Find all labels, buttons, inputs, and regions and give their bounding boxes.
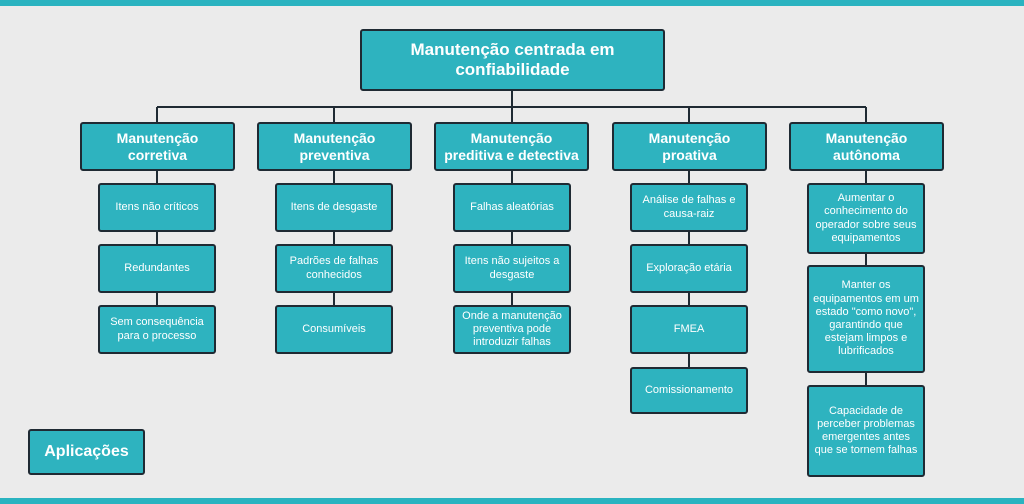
bottom-accent-bar	[0, 498, 1024, 504]
item-node: Comissionamento	[630, 367, 748, 414]
item-label: Redundantes	[124, 261, 190, 274]
item-label: Consumíveis	[302, 322, 366, 335]
category-title: Manutenção preventiva	[293, 129, 376, 163]
item-node: Análise de falhas e causa-raiz	[630, 183, 748, 232]
item-node: Padrões de falhas conhecidos	[275, 244, 393, 293]
category-preditiva-detectiva: Manutenção preditiva e detectiva	[434, 122, 589, 171]
category-title: Manutenção autônoma	[825, 129, 908, 163]
root-node: Manutenção centrada em confiabilidade	[360, 29, 665, 91]
item-node: Aumentar o conhecimento do operador sobr…	[807, 183, 925, 254]
item-label: Itens de desgaste	[290, 200, 378, 213]
item-node: Exploração etária	[630, 244, 748, 293]
item-node: Consumíveis	[275, 305, 393, 354]
category-corretiva: Manutenção corretiva	[80, 122, 235, 171]
category-title: Manutenção corretiva	[116, 129, 199, 163]
legend-label: Aplicações	[44, 443, 129, 461]
item-label: Manter os equipamentos em um estado "com…	[813, 279, 919, 358]
item-label: Onde a manutenção preventiva pode introd…	[462, 309, 562, 349]
category-title: Manutenção preditiva e detectiva	[444, 129, 579, 163]
category-preventiva: Manutenção preventiva	[257, 122, 412, 171]
item-label: Falhas aleatórias	[470, 200, 554, 213]
item-node: Sem consequência para o processo	[98, 305, 216, 354]
item-label: Capacidade de perceber problemas emergen…	[814, 404, 918, 457]
item-label: Aumentar o conhecimento do operador sobr…	[815, 192, 917, 244]
item-label: Comissionamento	[644, 383, 734, 396]
item-label: Itens não sujeitos a desgaste	[464, 255, 560, 281]
item-node: Itens não críticos	[98, 183, 216, 232]
category-title: Manutenção proativa	[648, 129, 731, 163]
root-title: Manutenção centrada em confiabilidade	[410, 39, 615, 79]
item-node: Itens não sujeitos a desgaste	[453, 244, 571, 293]
item-node: Redundantes	[98, 244, 216, 293]
top-accent-bar	[0, 0, 1024, 6]
category-autonoma: Manutenção autônoma	[789, 122, 944, 171]
item-label: FMEA	[673, 322, 705, 335]
item-label: Exploração etária	[646, 261, 732, 274]
item-label: Sem consequência para o processo	[110, 316, 204, 342]
item-label: Padrões de falhas conhecidos	[289, 255, 379, 281]
item-node: Itens de desgaste	[275, 183, 393, 232]
item-label: Análise de falhas e causa-raiz	[642, 194, 736, 220]
item-node: Falhas aleatórias	[453, 183, 571, 232]
category-proativa: Manutenção proativa	[612, 122, 767, 171]
item-label: Itens não críticos	[115, 200, 199, 213]
item-node: Manter os equipamentos em um estado "com…	[807, 265, 925, 373]
item-node: Capacidade de perceber problemas emergen…	[807, 385, 925, 477]
item-node: Onde a manutenção preventiva pode introd…	[453, 305, 571, 354]
item-node: FMEA	[630, 305, 748, 354]
legend-applications: Aplicações	[28, 429, 145, 475]
